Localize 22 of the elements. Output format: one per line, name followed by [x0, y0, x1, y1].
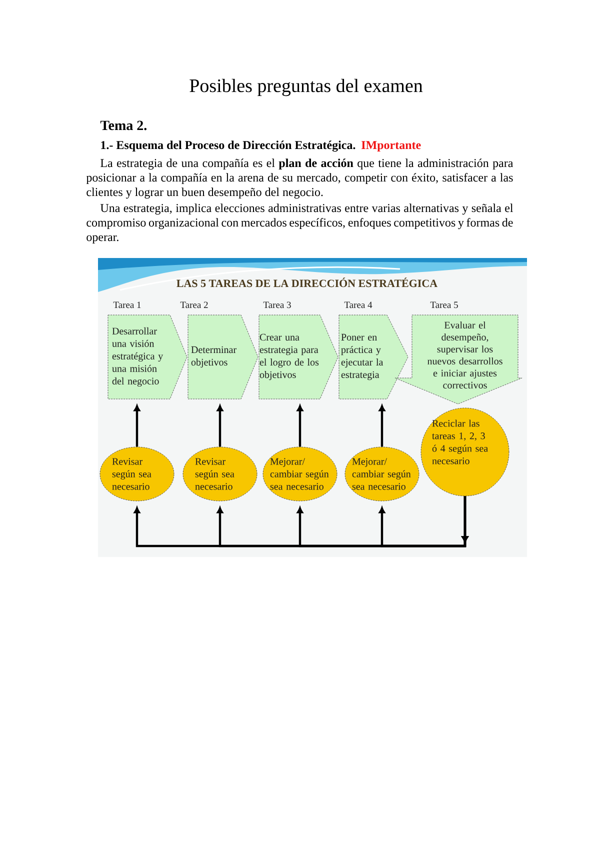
task-heading: Tarea 2 [180, 302, 208, 308]
paragraph: La estrategia de una compañía es el plan de acción que tiene la administración para posicionar a la compañía en la arena de su mercado, competir con éxito, satisfacer a las clientes y lograr un buen desempeño del negocio. [86, 158, 514, 199]
task-heading: Tarea 1 [113, 302, 141, 308]
chevron-box: Desarrollar una visión estratégica y una misión del negocio [108, 314, 188, 400]
arrow [216, 404, 224, 447]
arrow [134, 404, 140, 447]
down-arrow-callout: Evaluar el desempeño, supervisar los nuevos desarrollos e iniciar ajustes correctivos [394, 314, 522, 404]
section-heading: Tema 2. [100, 120, 146, 130]
task-heading: Tarea 5 [430, 302, 458, 308]
arrow [378, 496, 468, 548]
task-heading: Tarea 3 [263, 302, 291, 308]
chevron-box: Poner en práctica y ejecutar la estrategia [338, 314, 408, 400]
chevron-box: Crear una estrategia para el logro de los objetivos [258, 314, 338, 400]
diagram-heading: LAS 5 TAREAS DE LA DIRECCIÓN ESTRATÉGICA [176, 278, 438, 288]
page-title: Posibles preguntas del examen [190, 78, 423, 96]
arrow [378, 404, 386, 447]
emphasis-text: IMportante [362, 141, 421, 152]
subsection-heading: 1.- Esquema del Proceso de Dirección Estratégica. [101, 140, 356, 152]
arrow [296, 404, 304, 447]
task-heading: Tarea 4 [344, 302, 372, 308]
chevron-box: Determinar objetivos [188, 314, 258, 400]
paragraph: Una estrategia, implica elecciones administrativas entre varias alternativas y señala el compromiso organizacional con mercados específicos, enfoques competitivos y formas de operar. [86, 204, 514, 244]
